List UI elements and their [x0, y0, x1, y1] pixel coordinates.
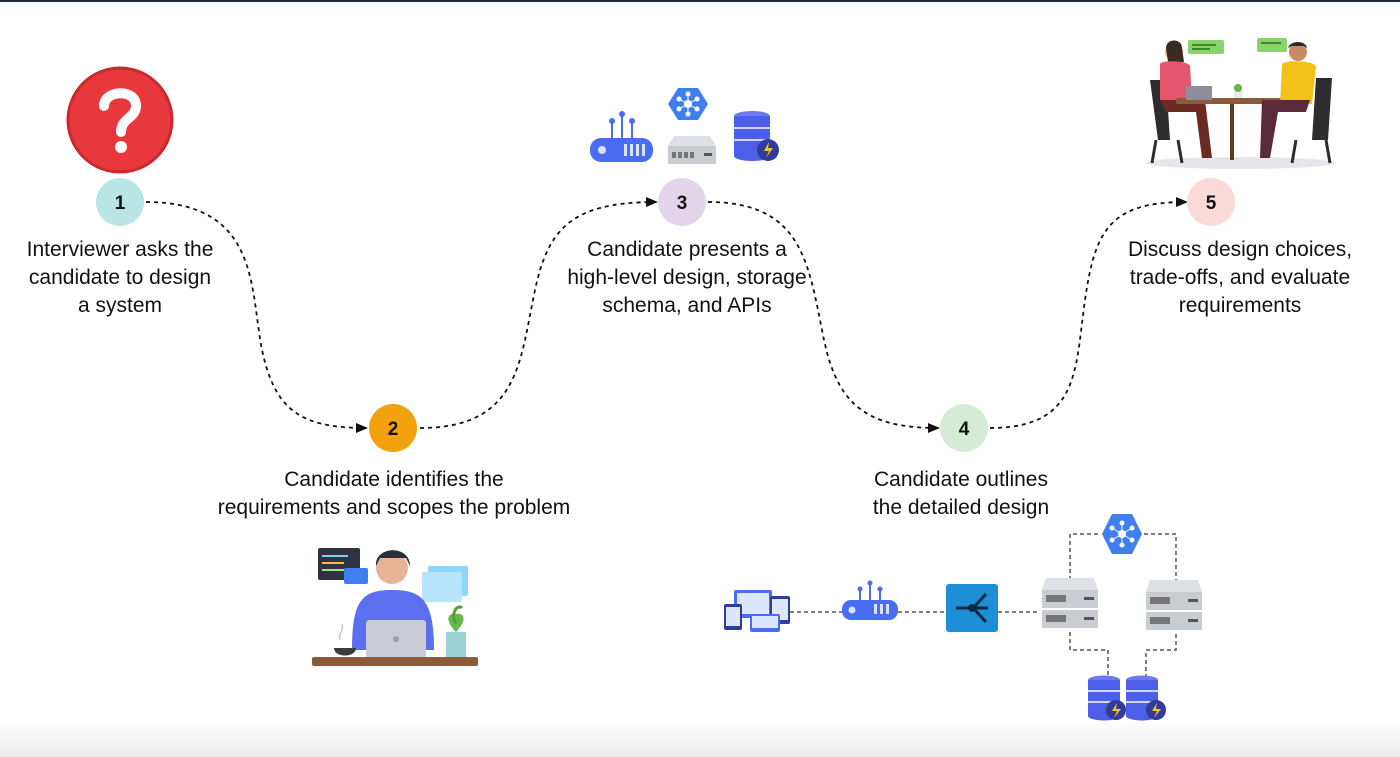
step-3-label-line: Candidate presents a: [587, 238, 787, 261]
router-icon: [590, 111, 653, 162]
top-border: [0, 0, 1400, 2]
step-1-label-line: Interviewer asks the: [26, 238, 214, 261]
load-balancer-icon: [946, 584, 998, 632]
server-icon: [1042, 578, 1098, 628]
step-1-marker: 1: [96, 178, 144, 226]
step-number: 3: [677, 193, 688, 214]
gcp-hexagon-icon: [1102, 514, 1142, 554]
interview-meeting-illustration: [1145, 38, 1335, 169]
step-5-label-line: trade-offs, and evaluate: [1129, 266, 1351, 289]
step-circle: [1187, 178, 1235, 226]
step-number: 1: [115, 193, 126, 214]
detailed-design-architecture: [724, 514, 1202, 721]
step-3-marker: 3: [658, 178, 706, 226]
step-circle: [658, 178, 706, 226]
connector-2-to-3: [419, 197, 658, 429]
step-1-label-line: candidate to design: [28, 266, 212, 289]
step-1-label-line: a system: [77, 294, 163, 317]
gcp-hexagon-icon: [668, 88, 708, 120]
step-2-label: Candidate identifies the requirements an…: [194, 466, 594, 522]
step-4-label-line: the detailed design: [872, 496, 1050, 519]
step-circle: [96, 178, 144, 226]
step-2-label-line: requirements and scopes the problem: [217, 496, 571, 519]
server-icon: [668, 136, 716, 164]
step-4-label: Candidate outlines the detailed design: [831, 466, 1091, 522]
step-1-label: Interviewer asks the candidate to design…: [10, 236, 230, 320]
step-3-label: Candidate presents a high-level design, …: [547, 236, 827, 320]
connector-3-to-4: [707, 201, 940, 433]
step-5-label: Discuss design choices, trade-offs, and …: [1100, 236, 1380, 320]
step-number: 5: [1206, 193, 1217, 214]
step-number: 4: [959, 419, 970, 440]
step-circle: [369, 404, 417, 452]
connector-1-to-2: [145, 201, 368, 433]
step-5-label-line: requirements: [1178, 294, 1302, 317]
router-icon: [842, 580, 898, 620]
server-icon: [1146, 580, 1202, 630]
database-icon: [734, 111, 779, 161]
step-5-label-line: Discuss design choices,: [1127, 238, 1353, 261]
database-icon: [1088, 675, 1126, 721]
connector-4-to-5: [989, 197, 1188, 429]
database-icon: [1126, 675, 1166, 721]
step-5-marker: 5: [1187, 178, 1235, 226]
step-2-marker: 2: [369, 404, 417, 452]
step-4-label-line: Candidate outlines: [874, 468, 1048, 491]
step-circle: [940, 404, 988, 452]
flow-connectors: [145, 197, 1188, 433]
step-4-marker: 4: [940, 404, 988, 452]
developer-at-laptop-illustration: [312, 548, 478, 666]
question-mark-icon: [66, 66, 174, 174]
devices-icon: [724, 590, 790, 632]
step-3-label-line: schema, and APIs: [602, 294, 772, 317]
step-3-label-line: high-level design, storage: [567, 266, 807, 289]
step-2-label-line: Candidate identifies the: [284, 468, 504, 491]
step-number: 2: [388, 419, 399, 440]
bottom-band: [0, 720, 1400, 757]
